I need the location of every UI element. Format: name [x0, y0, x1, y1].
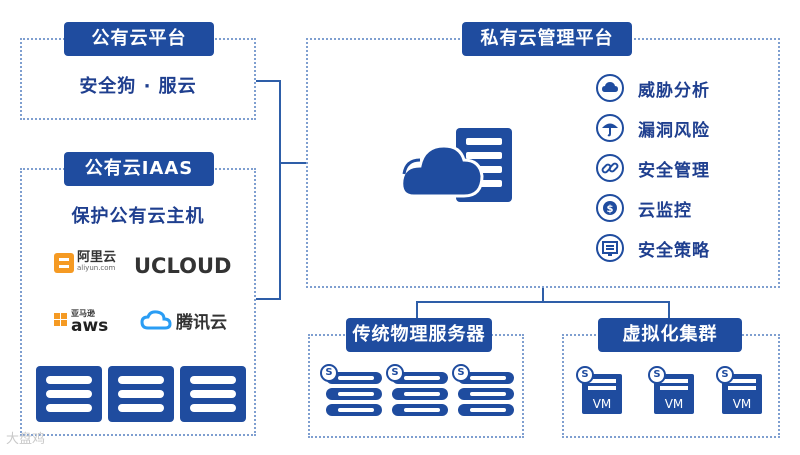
- feature-label: 云监控: [638, 200, 692, 221]
- feature-label: 威胁分析: [638, 80, 710, 101]
- feature-label: 漏洞风险: [638, 120, 710, 141]
- server-badge: S: [320, 364, 338, 382]
- feature-label: 安全策略: [638, 240, 710, 261]
- aliyun-logo: 阿里云 aliyun.com: [54, 250, 117, 274]
- tencent-cloud-icon: [140, 309, 172, 329]
- svg-text:$: $: [607, 204, 614, 215]
- ucloud-logo: UCLOUD: [134, 254, 231, 278]
- vm-badge: S: [576, 366, 594, 384]
- iaas-server-1: [36, 366, 102, 422]
- connector-line: [256, 298, 280, 300]
- connector-line: [256, 80, 280, 82]
- vm-3: VM S: [716, 366, 762, 414]
- connector-line: [279, 80, 281, 300]
- public-cloud-iaas-subtitle: 保护公有云主机: [71, 206, 205, 227]
- vm-2: VM S: [648, 366, 694, 414]
- connector-line: [416, 301, 418, 318]
- feature-label: 安全管理: [638, 160, 710, 181]
- feature-vulnerability-risk: 漏洞风险: [596, 112, 710, 144]
- aliyun-name: 阿里云: [77, 250, 117, 265]
- watermark: 大盘鸡: [6, 432, 46, 447]
- virtual-cluster-title: 虚拟化集群: [598, 318, 742, 352]
- private-cloud-title: 私有云管理平台: [462, 22, 632, 56]
- aliyun-domain: aliyun.com: [77, 264, 116, 272]
- aws-text: aws: [71, 316, 109, 336]
- vm-label: VM: [732, 397, 752, 411]
- feature-security-policy: 安全策略: [596, 232, 710, 264]
- server-badge: S: [386, 364, 404, 382]
- connector-line: [416, 301, 670, 303]
- vm-badge: S: [648, 366, 666, 384]
- vm-label: VM: [664, 397, 684, 411]
- ucloud-text: UCLOUD: [134, 254, 232, 278]
- umbrella-icon: [596, 114, 624, 142]
- aws-icon: [54, 313, 68, 327]
- vm-label: VM: [592, 397, 612, 411]
- vm-1: VM S: [576, 366, 622, 414]
- dollar-icon: $: [596, 194, 624, 222]
- connector-line: [668, 301, 670, 318]
- connector-line: [280, 162, 306, 164]
- iaas-server-3: [180, 366, 246, 422]
- iaas-server-2: [108, 366, 174, 422]
- aliyun-icon: [54, 253, 74, 273]
- physical-servers-title: 传统物理服务器: [346, 318, 492, 352]
- public-cloud-iaas-title: 公有云IAAS: [64, 152, 214, 186]
- public-cloud-platform-title: 公有云平台: [64, 22, 214, 56]
- cloud-icon: [596, 74, 624, 102]
- link-icon: [596, 154, 624, 182]
- document-icon: [596, 234, 624, 262]
- feature-security-management: 安全管理: [596, 152, 710, 184]
- feature-cloud-monitoring: $ 云监控: [596, 192, 692, 224]
- connector-line: [542, 288, 544, 302]
- feature-threat-analysis: 威胁分析: [596, 72, 710, 104]
- aws-logo: 亚马逊 aws: [54, 308, 109, 336]
- vm-badge: S: [716, 366, 734, 384]
- tencent-logo: 腾讯云: [140, 308, 227, 333]
- tencent-name: 腾讯云: [176, 313, 227, 333]
- aws-cn: 亚马逊: [71, 309, 95, 318]
- public-cloud-platform-product: 安全狗 · 服云: [79, 76, 197, 97]
- cloud-server-icon: [400, 128, 512, 202]
- server-badge: S: [452, 364, 470, 382]
